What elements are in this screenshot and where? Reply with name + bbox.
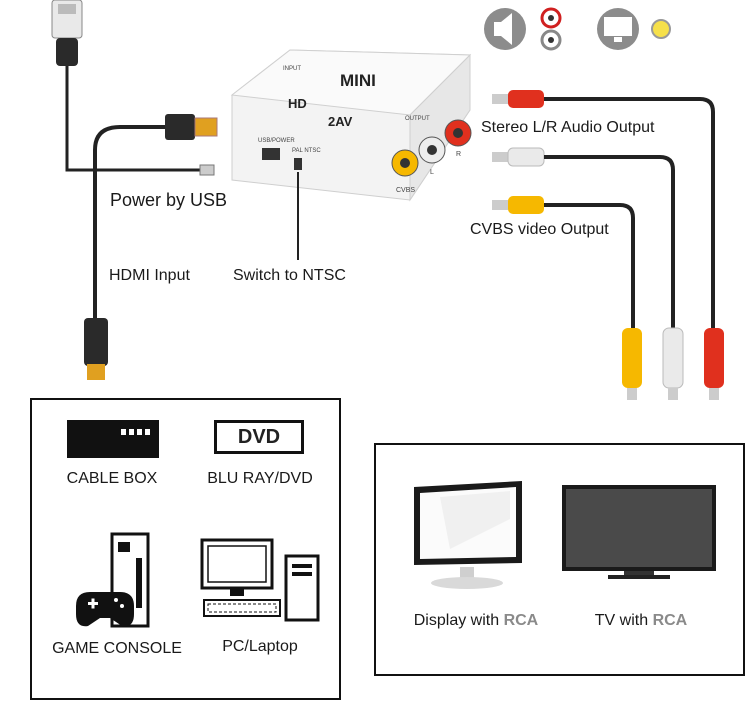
usb-power-connector bbox=[199, 164, 215, 176]
tv-rca-text: RCA bbox=[652, 612, 688, 629]
red-rca-cable bbox=[492, 90, 724, 400]
adapter-jack-l: L bbox=[430, 169, 434, 176]
hdmi-plug-top-icon bbox=[165, 114, 218, 140]
pc-laptop-label: PC/Laptop bbox=[222, 638, 298, 655]
cvbs-video-label: CVBS video Output bbox=[470, 221, 609, 238]
adapter-brand: MINI bbox=[340, 71, 376, 90]
displays-panel: Display with RCA TV with RCA bbox=[374, 443, 745, 676]
tv-rca-label: TV with RCA bbox=[566, 612, 716, 630]
audio-jacks-icon bbox=[540, 7, 562, 51]
game-console-icon bbox=[76, 532, 150, 628]
hdmi-cable bbox=[93, 125, 165, 320]
yellow-rca-cable bbox=[492, 196, 642, 400]
display-rca-label: Display with RCA bbox=[396, 612, 556, 630]
tv-with-text: TV with bbox=[594, 612, 649, 629]
mini-adapter-box bbox=[230, 49, 472, 202]
cable-box-icon bbox=[67, 420, 159, 458]
pc-laptop-icon bbox=[200, 538, 320, 622]
display-rca-text: RCA bbox=[503, 612, 539, 629]
speaker-icon bbox=[484, 8, 526, 50]
adapter-jack-r: R bbox=[456, 151, 461, 158]
game-console-label: GAME CONSOLE bbox=[52, 640, 182, 657]
display-monitor-icon bbox=[414, 481, 522, 589]
usb-plug-icon bbox=[51, 0, 83, 66]
white-rca-cable bbox=[492, 147, 684, 400]
adapter-port-output: OUTPUT bbox=[405, 116, 430, 122]
adapter-usb-power: USB/POWER bbox=[258, 138, 295, 144]
adapter-hd: HD bbox=[288, 96, 307, 111]
power-label: Power by USB bbox=[110, 190, 228, 210]
hdmi-plug-bottom-icon bbox=[84, 318, 108, 380]
stereo-audio-label: Stereo L/R Audio Output bbox=[481, 119, 655, 136]
dvd-logo-icon: DVD bbox=[214, 420, 304, 454]
switch-ntsc-label: Switch to NTSC bbox=[233, 267, 346, 284]
video-jack-icon bbox=[651, 19, 671, 39]
blu-ray-label: BLU RAY/DVD bbox=[207, 470, 313, 487]
monitor-icon bbox=[597, 8, 639, 50]
adapter-port-input: INPUT bbox=[283, 66, 301, 72]
cable-box-label: CABLE BOX bbox=[66, 470, 158, 487]
adapter-pal-ntsc: PAL NTSC bbox=[292, 148, 321, 154]
wiring-diagram: MINI HD 2AV INPUT OUTPUT USB/POWER PAL N… bbox=[51, 0, 724, 400]
display-with-text: Display with bbox=[413, 612, 500, 629]
hdmi-input-label: HDMI Input bbox=[109, 267, 190, 284]
usb-cable bbox=[65, 66, 205, 172]
adapter-jack-cvbs: CVBS bbox=[396, 187, 415, 194]
adapter-2av: 2AV bbox=[328, 114, 353, 129]
tv-icon bbox=[562, 485, 716, 579]
sources-panel: CABLE BOX DVD BLU RAY/DVD GAME CONSOLE P… bbox=[30, 398, 341, 700]
